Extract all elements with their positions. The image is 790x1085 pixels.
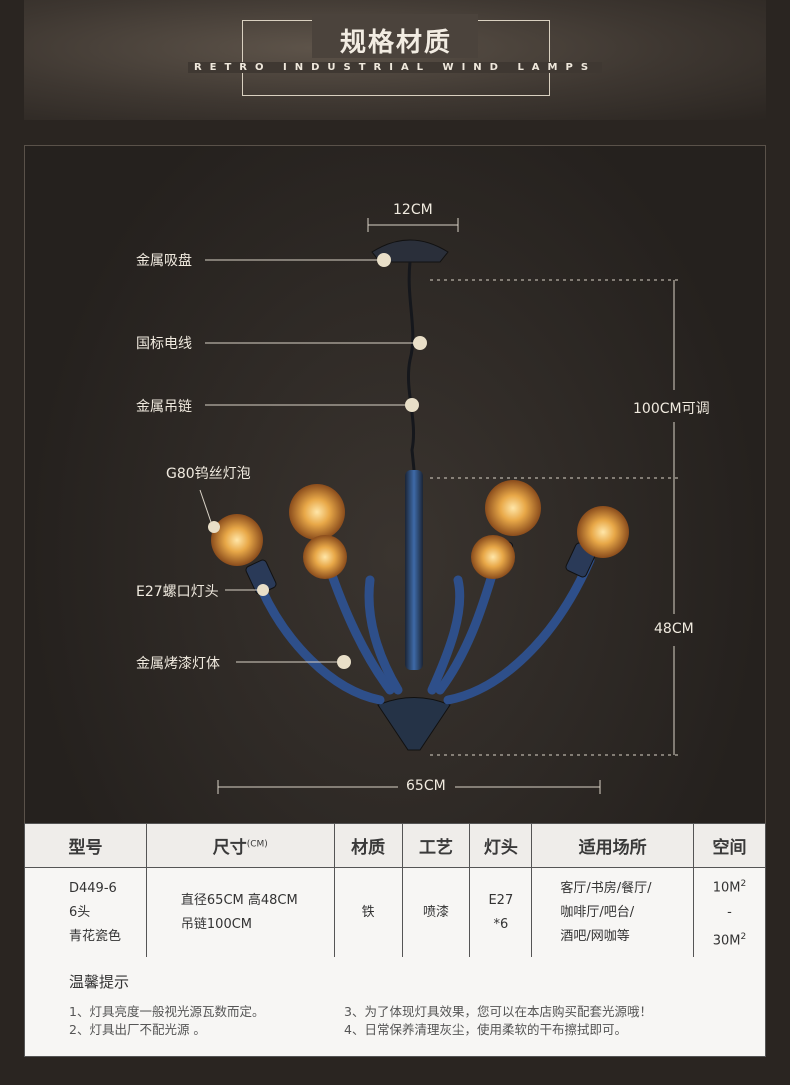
tip-3: 3、为了体现灯具效果，您可以在本店购买配套光源哦！ — [344, 1004, 652, 1019]
title-background — [312, 14, 478, 58]
size-chain: 吊链100CM — [180, 916, 253, 932]
lamp-stem — [405, 470, 423, 670]
page-subtitle: RETRO INDUSTRIAL WIND LAMPS — [0, 62, 790, 73]
header-lamp-base: 灯头 — [469, 823, 533, 868]
spec-header-row: 型号 尺寸(CM) 材质 工艺 灯头 适用场所 空间 — [24, 823, 766, 868]
cell-material: 铁 — [333, 867, 403, 958]
leader-dots — [208, 253, 427, 669]
model-heads: 6头 — [69, 904, 91, 920]
header-size-unit: (CM) — [246, 839, 268, 850]
lamp-base-count: *6 — [493, 916, 509, 932]
tip-4: 4、日常保养清理灰尘，使用柔软的干布擦拭即可。 — [344, 1022, 627, 1037]
label-standard-wire: 国标电线 — [136, 336, 192, 352]
header-size-label: 尺寸 — [212, 838, 247, 858]
size-diameter-height: 直径65CM 高48CM — [180, 892, 298, 908]
tips-title: 温馨提示 — [69, 973, 130, 991]
label-bulb: G80钨丝灯泡 — [166, 466, 251, 482]
lamp-bottom — [377, 697, 451, 751]
spec-table: 型号 尺寸(CM) 材质 工艺 灯头 适用场所 空间 D449-6 6头 青花瓷… — [24, 823, 766, 958]
label-lamp-body: 金属烤漆灯体 — [136, 656, 220, 672]
cell-space: 10M2 - 30M2 — [693, 867, 766, 958]
space-max-sup: 2 — [740, 931, 747, 942]
label-socket: E27螺口灯头 — [136, 584, 219, 600]
dim-body-height: 48CM — [654, 621, 694, 637]
cell-size: 直径65CM 高48CM 吊链100CM — [145, 867, 335, 958]
space-min: 10M2 — [694, 872, 765, 900]
cell-places: 客厅/书房/餐厅/ 咖啡厅/吧台/ 酒吧/网咖等 — [531, 867, 695, 958]
header-material: 材质 — [333, 823, 403, 868]
canopy-shape — [371, 239, 449, 263]
header-space: 空间 — [693, 823, 766, 868]
model-color: 青花瓷色 — [69, 928, 122, 944]
space-max-value: 30M — [712, 932, 741, 948]
header-model: 型号 — [24, 823, 147, 868]
dimension-lines — [217, 218, 680, 794]
space-max: 30M2 — [694, 925, 765, 953]
header-places: 适用场所 — [531, 823, 695, 868]
spec-data-row: D449-6 6头 青花瓷色 直径65CM 高48CM 吊链100CM 铁 喷漆… — [24, 867, 766, 958]
space-min-sup: 2 — [740, 879, 747, 890]
label-metal-chain: 金属吊链 — [136, 399, 192, 415]
model-code: D449-6 — [69, 880, 117, 896]
header-size: 尺寸(CM) — [145, 823, 335, 868]
cell-model: D449-6 6头 青花瓷色 — [24, 867, 147, 958]
page-title: 规格材质 — [339, 28, 452, 58]
chain-line — [406, 261, 416, 471]
subtitle-text: RETRO INDUSTRIAL WIND LAMPS — [187, 62, 603, 73]
tip-1: 1、灯具亮度一般视光源瓦数而定。 — [69, 1004, 265, 1019]
space-separator: - — [727, 904, 732, 920]
leader-lines — [199, 259, 418, 663]
bulb-group — [211, 480, 629, 579]
tip-2: 2、灯具出厂不配光源 。 — [69, 1022, 206, 1037]
cell-lamp-base: E27 *6 — [469, 867, 533, 958]
tips-panel: 温馨提示 1、灯具亮度一般视光源瓦数而定。 2、灯具出厂不配光源 。 3、为了体… — [24, 957, 766, 1057]
dim-chain-length: 100CM可调 — [633, 401, 710, 417]
places-line-1: 客厅/书房/餐厅/ — [560, 880, 652, 896]
lamp-illustration — [199, 218, 680, 794]
space-min-value: 10M — [712, 880, 741, 896]
header-process: 工艺 — [401, 823, 471, 868]
lamp-arms — [257, 550, 595, 705]
dim-body-width: 65CM — [406, 778, 446, 794]
cell-process: 喷漆 — [401, 867, 471, 958]
places-line-3: 酒吧/网咖等 — [560, 928, 630, 944]
label-metal-canopy: 金属吸盘 — [136, 253, 192, 269]
dim-canopy-width: 12CM — [393, 202, 433, 218]
places-line-2: 咖啡厅/吧台/ — [560, 904, 635, 920]
lamp-base-type: E27 — [488, 892, 514, 908]
